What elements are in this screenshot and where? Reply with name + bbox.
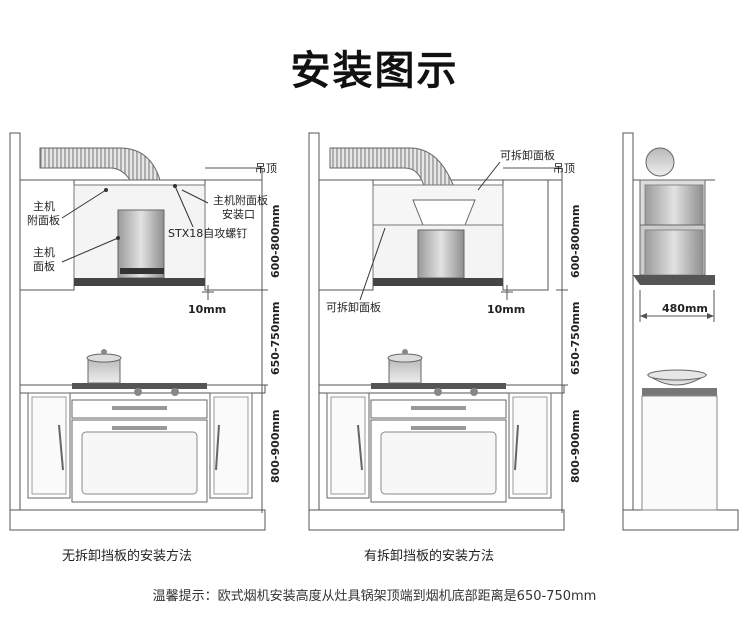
left-mount-line2: 安装口 — [222, 207, 255, 221]
page-title: 安装图示 — [290, 48, 459, 94]
left-ceiling-label: 吊顶 — [255, 162, 277, 175]
middle-figure — [308, 132, 568, 531]
middle-gap-label: 10mm — [487, 303, 525, 316]
left-gap-label: 10mm — [188, 303, 226, 316]
duct-icon — [39, 147, 161, 181]
left-screw-label: STX18自攻螺钉 — [168, 226, 247, 240]
pot-icon — [86, 349, 122, 384]
middle-caption: 有拆卸挡板的安装方法 — [364, 549, 495, 564]
middle-panel-label: 可拆卸面板 — [326, 300, 381, 314]
middle-pot-icon — [387, 349, 423, 384]
left-dim-upper: 600-800mm — [269, 205, 282, 278]
middle-dim-middle: 650-750mm — [569, 302, 582, 375]
left-host-panel-line1: 主机 — [33, 245, 55, 259]
middle-ceiling-label: 吊顶 — [553, 162, 575, 175]
left-host-panel-line2: 面板 — [33, 259, 55, 273]
left-mount-label: 主机附面板安装口 — [213, 193, 268, 221]
middle-dim-lower: 800-900mm — [569, 410, 582, 483]
wok-icon — [646, 369, 708, 386]
left-attached-panel-line2: 附面板 — [27, 213, 60, 227]
left-figure — [9, 132, 268, 531]
left-attached-panel-label: 主机附面板 — [27, 199, 60, 227]
left-caption: 无拆卸挡板的安装方法 — [62, 549, 193, 564]
left-dim-lower: 800-900mm — [269, 410, 282, 483]
left-host-panel-label: 主机面板 — [33, 245, 55, 273]
installation-note: 温馨提示：欧式烟机安装高度从灶具锅架顶端到烟机底部距离是650-750mm — [152, 589, 597, 604]
range-hood-icon — [117, 209, 165, 279]
duct-end-icon — [645, 147, 675, 177]
right-depth-label: 480mm — [662, 302, 708, 315]
middle-dim-upper: 600-800mm — [569, 205, 582, 278]
left-mount-line1: 主机附面板 — [213, 193, 268, 207]
left-attached-panel-line1: 主机 — [33, 199, 55, 213]
middle-top-panel-label: 可拆卸面板 — [500, 148, 555, 162]
right-figure — [622, 132, 739, 531]
left-dim-middle: 650-750mm — [269, 302, 282, 375]
middle-range-hood-icon — [417, 229, 465, 279]
